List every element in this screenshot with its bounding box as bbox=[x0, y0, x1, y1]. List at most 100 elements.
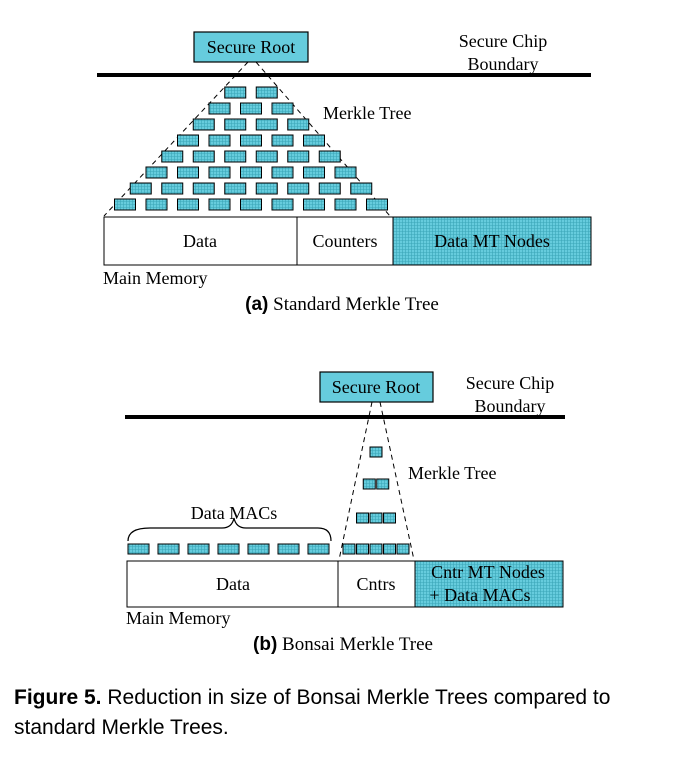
tree-node-b bbox=[356, 543, 369, 555]
tree-node-a bbox=[224, 150, 247, 163]
diagram-a-standard-merkle-tree: Secure Root Secure Chip Boundary Merkle … bbox=[97, 31, 592, 315]
boundary-label-a: Boundary bbox=[468, 54, 539, 74]
subcaption-a: (a) Standard Merkle Tree bbox=[245, 294, 439, 315]
data-mac-node bbox=[277, 543, 300, 555]
subcaption-b: (b) Bonsai Merkle Tree bbox=[253, 634, 433, 655]
tree-node-a bbox=[208, 134, 231, 147]
memory-data-label-b: Data bbox=[216, 574, 250, 594]
tree-node-a bbox=[192, 118, 215, 131]
tree-node-a bbox=[271, 134, 294, 147]
data-mac-node bbox=[217, 543, 240, 555]
tree-node-a bbox=[114, 198, 136, 211]
subcaption-tag-b: (b) bbox=[253, 634, 277, 655]
tree-node-b bbox=[369, 446, 383, 458]
tree-node-a bbox=[287, 182, 310, 195]
data-macs-label: Data MACs bbox=[191, 503, 278, 523]
merkle-tree-label-a: Merkle Tree bbox=[323, 103, 412, 123]
bonsai-merkle-figure: Secure Root Secure Chip Boundary Merkle … bbox=[97, 31, 592, 655]
memory-counters-label-a: Counters bbox=[313, 231, 378, 251]
tree-node-a bbox=[303, 134, 325, 147]
data-macs-row bbox=[127, 543, 330, 555]
tree-node-a bbox=[145, 198, 168, 211]
tree-node-a bbox=[255, 118, 278, 131]
diagram-b-bonsai-merkle-tree: Secure Root Secure Chip Boundary Merkle … bbox=[125, 371, 565, 655]
subcaption-text-a: Standard Merkle Tree bbox=[268, 294, 438, 315]
tree-node-a bbox=[303, 198, 325, 211]
memory-mt-nodes-label-a: Data MT Nodes bbox=[434, 231, 550, 251]
tree-node-b bbox=[362, 478, 376, 490]
data-mac-node bbox=[187, 543, 210, 555]
memory-cntrs-label-b: Cntrs bbox=[356, 574, 395, 594]
tree-node-a bbox=[240, 134, 262, 147]
memory-data-a bbox=[103, 216, 298, 266]
memory-mt-nodes-a bbox=[392, 216, 592, 266]
memory-mt-nodes-label-b1: Cntr MT Nodes bbox=[431, 562, 545, 582]
tree-node-b bbox=[383, 543, 396, 555]
tree-node-a bbox=[271, 166, 294, 179]
tree-node-a bbox=[177, 134, 199, 147]
figure-caption: Figure 5. Reduction in size of Bonsai Me… bbox=[14, 683, 674, 743]
tree-node-a bbox=[287, 150, 310, 163]
memory-counters-a bbox=[296, 216, 394, 266]
tree-node-a bbox=[208, 166, 231, 179]
tree-node-a bbox=[334, 198, 357, 211]
tree-node-a bbox=[318, 182, 341, 195]
tree-node-a bbox=[240, 198, 262, 211]
tree-node-a bbox=[303, 166, 325, 179]
tree-node-b bbox=[356, 512, 369, 524]
merkle-tree-nodes-a bbox=[114, 86, 388, 211]
memory-mt-nodes-label-b2: + Data MACs bbox=[429, 585, 530, 605]
memory-mt-nodes-b bbox=[414, 560, 564, 608]
tree-node-a bbox=[161, 150, 184, 163]
tree-node-b bbox=[369, 543, 383, 555]
main-memory-label-a: Main Memory bbox=[103, 268, 207, 288]
tree-node-a bbox=[334, 166, 357, 179]
tree-node-a bbox=[208, 198, 231, 211]
subcaption-tag-a: (a) bbox=[245, 294, 268, 315]
tree-node-a bbox=[350, 182, 373, 195]
main-memory-label-b: Main Memory bbox=[126, 608, 230, 628]
figure-caption-label: Figure 5. bbox=[14, 686, 102, 709]
tree-node-a bbox=[255, 150, 278, 163]
tree-node-a bbox=[224, 118, 247, 131]
tree-node-b bbox=[396, 543, 410, 555]
secure-root-box-b bbox=[319, 371, 434, 403]
tree-node-a bbox=[177, 198, 199, 211]
data-mac-node bbox=[157, 543, 180, 555]
tree-node-a bbox=[208, 102, 231, 115]
tree-node-a bbox=[161, 182, 184, 195]
figure-caption-text: Reduction in size of Bonsai Merkle Trees… bbox=[14, 686, 611, 739]
tree-node-a bbox=[240, 102, 262, 115]
tree-node-a bbox=[192, 182, 215, 195]
secure-chip-label-a: Secure Chip bbox=[459, 31, 547, 51]
tree-node-a bbox=[287, 118, 310, 131]
tree-node-a bbox=[145, 166, 168, 179]
merkle-tree-nodes-b bbox=[342, 446, 410, 555]
tree-node-b bbox=[369, 512, 383, 524]
tree-node-a bbox=[271, 198, 294, 211]
tree-node-a bbox=[366, 198, 388, 211]
tree-node-a bbox=[255, 86, 278, 99]
memory-cntrs-b bbox=[337, 560, 416, 608]
secure-root-label-a: Secure Root bbox=[207, 37, 295, 57]
tree-node-b bbox=[342, 543, 356, 555]
data-macs-brace bbox=[127, 517, 332, 542]
tree-node-a bbox=[224, 86, 247, 99]
tree-node-a bbox=[129, 182, 152, 195]
tree-node-a bbox=[255, 182, 278, 195]
memory-data-b bbox=[126, 560, 339, 608]
data-mac-node bbox=[247, 543, 270, 555]
tree-node-a bbox=[240, 166, 262, 179]
boundary-label-b: Boundary bbox=[475, 396, 546, 416]
secure-root-box-a bbox=[193, 31, 309, 63]
tree-node-a bbox=[271, 102, 294, 115]
memory-data-label-a: Data bbox=[183, 231, 217, 251]
tree-node-b bbox=[383, 512, 396, 524]
secure-chip-label-b: Secure Chip bbox=[466, 373, 554, 393]
data-mac-node bbox=[127, 543, 150, 555]
subcaption-text-b: Bonsai Merkle Tree bbox=[277, 634, 433, 655]
secure-root-label-b: Secure Root bbox=[332, 377, 420, 397]
tree-node-a bbox=[192, 150, 215, 163]
tree-node-a bbox=[318, 150, 341, 163]
merkle-tree-label-b: Merkle Tree bbox=[408, 463, 497, 483]
